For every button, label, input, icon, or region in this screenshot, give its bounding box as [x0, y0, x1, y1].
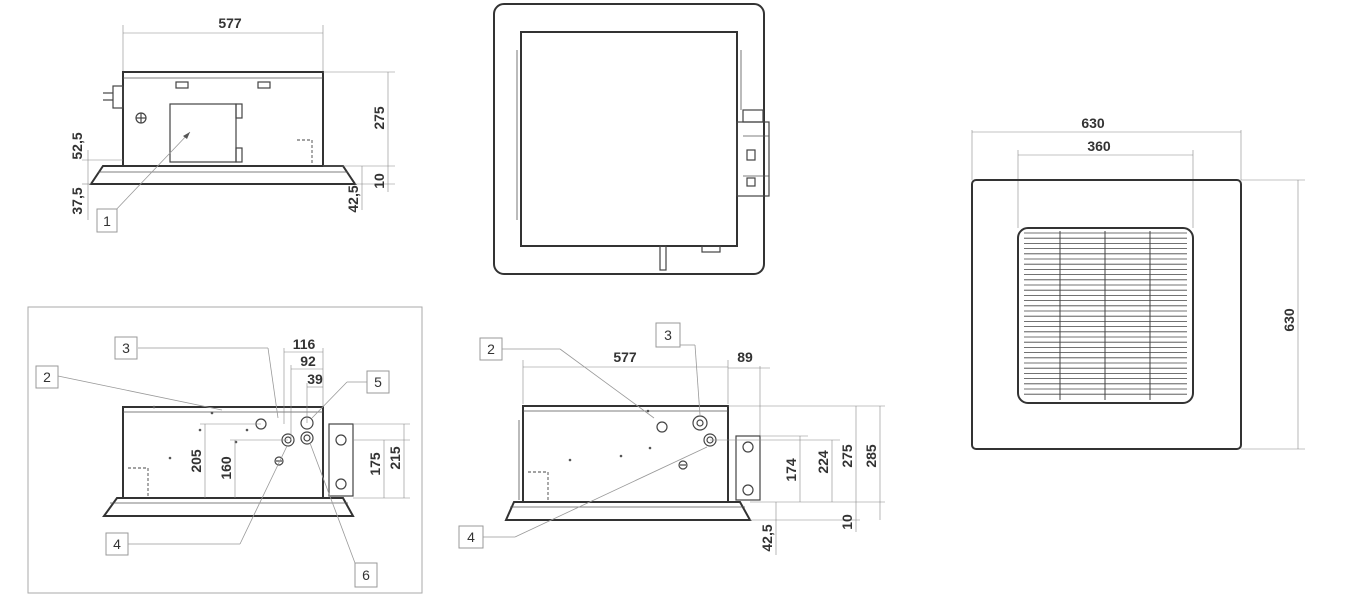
dim-offset-52-5: 52,5	[69, 132, 85, 159]
detail-frame	[27, 306, 423, 594]
callout-2: 2	[43, 369, 51, 385]
unit-outline	[520, 31, 738, 247]
dim-92: 92	[300, 353, 316, 369]
dim-height-275: 275	[371, 106, 387, 130]
dim-205: 205	[188, 449, 204, 473]
plan-view-top-center	[493, 3, 770, 275]
callout-1: 1	[103, 213, 111, 229]
decorative-panel	[89, 165, 357, 185]
panel-front-view: 630 360 630	[971, 115, 1305, 450]
unit-body	[122, 406, 324, 499]
side-view-top-left: 577 275 10 42,5 52,5	[69, 15, 395, 233]
dim-panel-630: 630	[1081, 115, 1105, 131]
callout-4-b: 4	[467, 529, 475, 545]
unit-body	[522, 405, 729, 503]
dim-285: 285	[863, 444, 879, 468]
dim-10-b: 10	[839, 514, 855, 530]
callout-2-b: 2	[487, 341, 495, 357]
dim-side-630: 630	[1281, 308, 1297, 332]
callout-4: 4	[113, 536, 121, 552]
callout-5: 5	[374, 374, 382, 390]
panel-outline	[493, 3, 765, 275]
electrical-box	[169, 103, 237, 163]
dim-89: 89	[737, 349, 753, 365]
dim-grille-360: 360	[1087, 138, 1111, 154]
callout-3: 3	[122, 340, 130, 356]
dim-panel-offset-42-5: 42,5	[345, 185, 361, 212]
dim-275-b: 275	[839, 444, 855, 468]
dim-215: 215	[387, 446, 403, 470]
dim-175: 175	[367, 452, 383, 476]
dim-width-577-b: 577	[613, 349, 637, 365]
dim-width-577: 577	[218, 15, 242, 31]
callout-6: 6	[362, 567, 370, 583]
air-grille	[1017, 227, 1194, 404]
dim-224: 224	[815, 450, 831, 474]
dim-116: 116	[293, 336, 316, 352]
grille-slats	[1024, 231, 1187, 400]
side-view-bottom-left: 205 160 175 215 116 92 39 2 3 4	[27, 306, 423, 594]
decorative-panel-front	[971, 179, 1242, 450]
side-view-bottom-middle: 577 89 17	[458, 322, 885, 555]
dim-174: 174	[783, 458, 799, 482]
dim-42-5-b: 42,5	[759, 524, 775, 551]
unit-body	[122, 71, 324, 167]
dim-offset-37-5: 37,5	[69, 187, 85, 214]
callout-3-b: 3	[664, 327, 672, 343]
dim-160: 160	[218, 456, 234, 480]
dim-panel-10: 10	[371, 173, 387, 189]
decorative-panel	[102, 497, 355, 517]
decorative-panel	[504, 501, 752, 521]
dim-39: 39	[307, 371, 323, 387]
